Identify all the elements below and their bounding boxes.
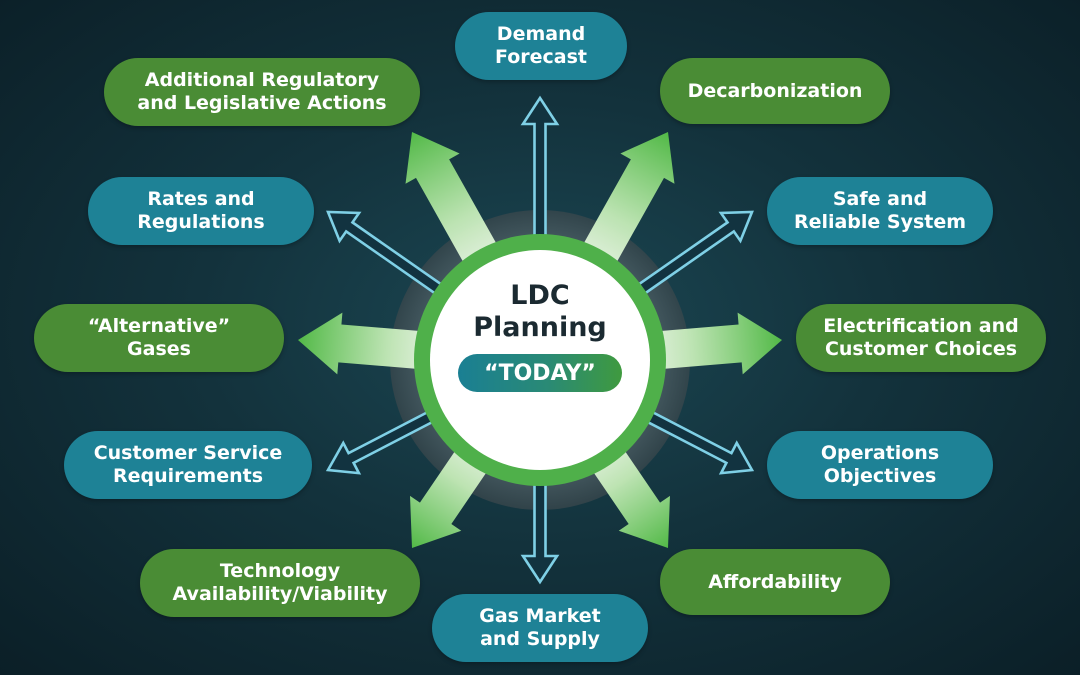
operations-node: Operations Objectives [767, 431, 993, 499]
center-title: LDC Planning [473, 280, 607, 344]
electrification-line2: Customer Choices [824, 338, 1018, 360]
electrification-node: Electrification and Customer Choices [796, 304, 1046, 372]
safe-reliable-line2: Reliable System [793, 211, 967, 233]
affordability-line1: Affordability [708, 570, 842, 593]
center-title-line2: Planning [473, 312, 607, 343]
rates-regulations-line1: Rates and [147, 188, 255, 210]
safe-reliable-line1: Safe and [832, 188, 928, 210]
center-circle: LDC Planning “TODAY” [430, 250, 650, 470]
safe-reliable-node: Safe and Reliable System [767, 177, 993, 245]
gas-market-line2: and Supply [480, 628, 600, 650]
technology-line1: Technology [219, 560, 341, 582]
gas-market-node: Gas Market and Supply [432, 594, 648, 662]
operations-line1: Operations [820, 442, 940, 464]
demand-forecast-line2: Forecast [495, 46, 587, 68]
additional-regulatory-node: Additional Regulatory and Legislative Ac… [104, 58, 420, 126]
customer-service-node: Customer Service Requirements [64, 431, 312, 499]
technology-line2: Availability/Viability [172, 583, 388, 605]
rates-regulations-node: Rates and Regulations [88, 177, 314, 245]
demand-forecast-node: Demand Forecast [455, 12, 627, 80]
decarbonization-node: Decarbonization [660, 58, 890, 124]
customer-service-line1: Customer Service [93, 442, 283, 464]
operations-line2: Objectives [823, 465, 937, 487]
center-title-line1: LDC [510, 280, 570, 311]
technology-node: Technology Availability/Viability [140, 549, 420, 617]
additional-regulatory-line1: Additional Regulatory [144, 69, 380, 91]
gas-market-line1: Gas Market [479, 605, 601, 627]
alternative-gases-line2: Gases [127, 338, 191, 360]
alternative-gases-node: “Alternative” Gases [34, 304, 284, 372]
decarbonization-line1: Decarbonization [687, 79, 863, 102]
customer-service-line2: Requirements [112, 465, 263, 487]
demand-forecast-line1: Demand [496, 23, 586, 45]
electrification-line1: Electrification and [823, 315, 1019, 337]
rates-regulations-line2: Regulations [137, 211, 265, 233]
alternative-gases-line1: “Alternative” [87, 315, 231, 337]
today-badge: “TODAY” [458, 354, 622, 392]
additional-regulatory-line2: and Legislative Actions [137, 92, 387, 114]
affordability-node: Affordability [660, 549, 890, 615]
